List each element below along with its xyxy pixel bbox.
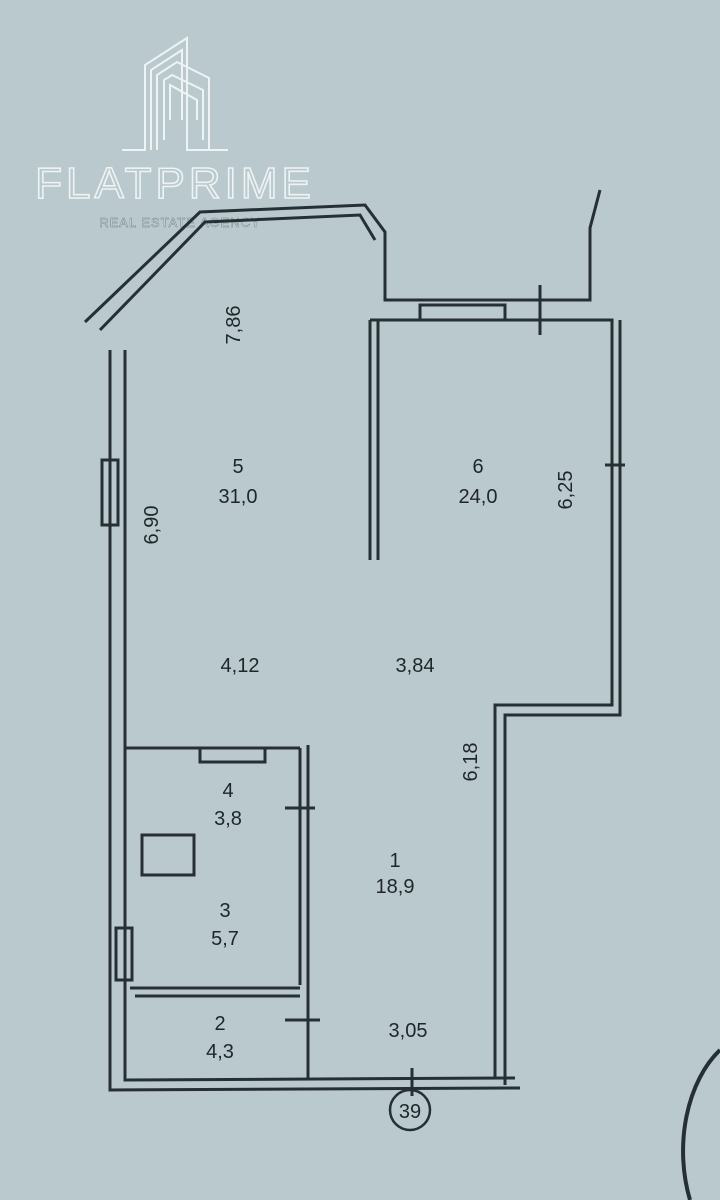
logo: FLATPRIME REAL ESTATE AGENCY [34, 36, 315, 230]
room-1-area: 18,9 [376, 876, 415, 898]
logo-tagline: REAL ESTATE AGENCY [99, 215, 261, 230]
room-labels: 5 31,0 6 24,0 4 3,8 3 5,7 2 4,3 1 18,9 [206, 456, 497, 1063]
dim-room6-width: 3,84 [396, 655, 435, 677]
dim-room1-right: 6,18 [460, 743, 482, 782]
room-2-area: 4,3 [206, 1041, 234, 1063]
room-3-area: 5,7 [211, 928, 239, 950]
room-6-area: 24,0 [459, 486, 498, 508]
room-1-number: 1 [389, 850, 400, 872]
dim-room5-width: 4,12 [221, 655, 260, 677]
room-4-area: 3,8 [214, 808, 242, 830]
room-6-number: 6 [472, 456, 483, 478]
axis-marker-label: 39 [399, 1101, 421, 1123]
dim-room5-left: 6,90 [141, 506, 163, 545]
room-3-number: 3 [219, 900, 230, 922]
stamp [681, 1048, 720, 1200]
room-5-area: 31,0 [219, 486, 258, 508]
room-5-number: 5 [232, 456, 243, 478]
axis-marker [388, 1088, 432, 1132]
building-logo-icon [122, 36, 228, 151]
dim-room6-right: 6,25 [555, 471, 577, 510]
dim-room5-length: 7,86 [223, 306, 245, 345]
logo-name: FLATPRIME [35, 159, 315, 208]
dim-room1-width: 3,05 [389, 1020, 428, 1042]
walls [83, 189, 625, 1096]
dimension-labels: 7,86 6,90 4,12 6,25 3,84 6,18 3,05 [141, 306, 577, 1042]
room-4-number: 4 [222, 780, 233, 802]
room-2-number: 2 [214, 1013, 225, 1035]
